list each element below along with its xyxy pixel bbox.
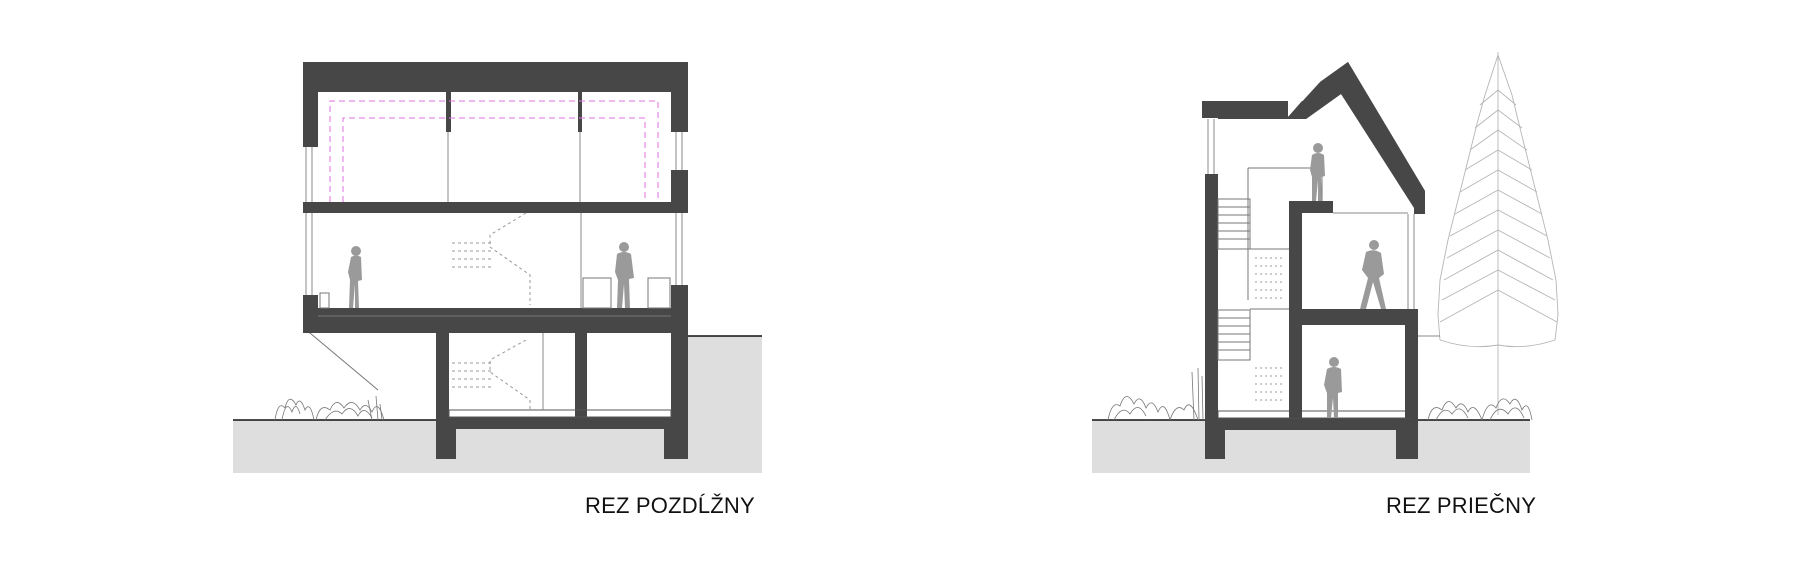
first-floor-slab	[303, 202, 688, 213]
cross-stair	[1217, 167, 1323, 361]
person-figure-4	[1360, 240, 1386, 309]
person-figure-3	[1310, 143, 1325, 201]
cross-floor	[1217, 410, 1413, 419]
cross-foundation-right	[1396, 430, 1418, 459]
terrain-slope-line	[303, 327, 379, 391]
furniture-left	[319, 292, 330, 309]
basement-slab	[436, 417, 688, 429]
cross-mid-slab	[1289, 309, 1418, 325]
basement-right-wall	[671, 325, 688, 421]
furniture-mid	[582, 277, 612, 309]
longitudinal-section	[233, 62, 762, 473]
staircase-dashed	[452, 212, 531, 410]
basement-floor	[448, 409, 672, 418]
basement-mid-wall	[575, 325, 587, 421]
shrubs-left	[274, 395, 385, 421]
basement-left-wall	[436, 325, 449, 421]
cross-upper-slab	[1289, 201, 1333, 213]
ground-fill-left	[233, 336, 762, 473]
cross-stair-dashed	[1255, 257, 1285, 401]
shrubs-cross-right	[1427, 398, 1533, 421]
roof-slab	[303, 62, 688, 147]
cross-right-wall-lower	[1405, 325, 1418, 418]
cross-foundation-left	[1205, 430, 1225, 459]
person-figure-2	[615, 242, 634, 308]
caption-longitudinal-section: REZ POZDĹŽNY	[585, 493, 755, 518]
tree-outline	[1437, 52, 1559, 415]
person-figure-1	[348, 246, 362, 308]
ceiling-dashed-outline	[329, 100, 659, 202]
ground-floor-slab	[303, 285, 688, 333]
foundation-right	[664, 429, 688, 459]
person-figure-5	[1324, 357, 1342, 418]
furniture-right	[647, 277, 671, 309]
roof-apex	[1288, 62, 1425, 208]
right-wall-mid	[671, 170, 688, 213]
caption-cross-section: REZ PRIEČNY	[1386, 493, 1537, 518]
foundation-left	[436, 429, 456, 459]
glazing-lines	[305, 132, 683, 410]
cross-glazing	[1207, 119, 1440, 337]
cross-left-wall	[1205, 174, 1218, 430]
cross-slab	[1205, 418, 1418, 430]
cross-section	[1092, 52, 1559, 473]
shrubs-cross-left	[1107, 367, 1204, 421]
